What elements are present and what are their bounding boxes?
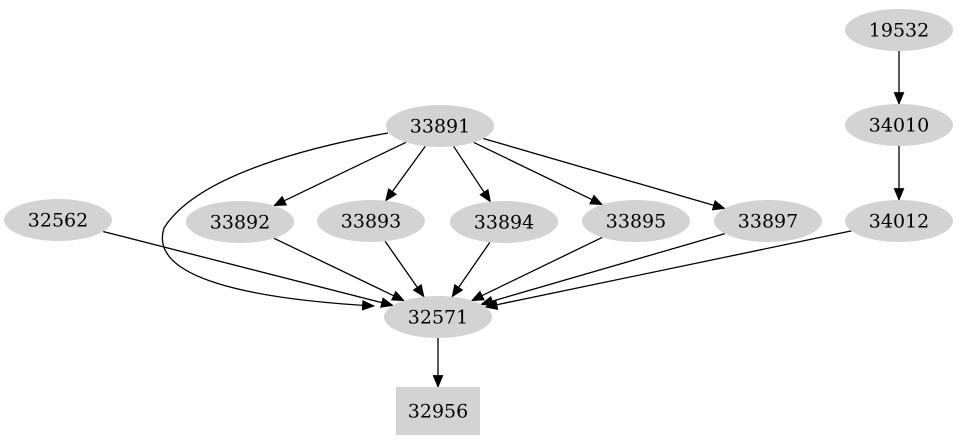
edge-33891-33893 — [385, 145, 426, 202]
node-ellipse-shape — [714, 200, 822, 242]
edges-layer — [102, 51, 905, 389]
edge-33897-32571 — [480, 232, 725, 307]
node-ellipse-shape — [386, 105, 494, 147]
node-ellipse-shape — [845, 104, 953, 146]
node-33897: 33897 — [714, 200, 822, 242]
node-label: 33892 — [210, 212, 270, 234]
node-33894: 33894 — [450, 201, 558, 243]
node-label: 32571 — [408, 307, 468, 329]
node-ellipse-shape — [845, 200, 953, 242]
node-label: 34010 — [869, 115, 929, 137]
edge-33893-32571 — [384, 240, 425, 298]
node-label: 33895 — [606, 211, 666, 233]
node-ellipse-shape — [582, 200, 690, 242]
node-label: 33894 — [474, 212, 534, 234]
node-box-shape — [396, 387, 480, 435]
node-ellipse-shape — [317, 200, 425, 242]
node-ellipse-shape — [845, 9, 953, 51]
edge-33891-33892 — [273, 141, 407, 207]
node-label: 32562 — [28, 210, 88, 232]
node-label: 33891 — [410, 116, 470, 138]
node-label: 19532 — [869, 20, 929, 42]
node-ellipse-shape — [4, 199, 112, 241]
node-34010: 34010 — [845, 104, 953, 146]
node-label: 33897 — [738, 211, 798, 233]
node-33891: 33891 — [386, 105, 494, 147]
node-ellipse-shape — [450, 201, 558, 243]
edge-33891-33894 — [453, 145, 491, 203]
edge-32562-32571 — [102, 230, 394, 308]
node-label: 33893 — [341, 211, 401, 233]
edge-34012-32571 — [484, 230, 852, 310]
node-32571: 32571 — [384, 296, 492, 338]
node-34012: 34012 — [845, 200, 953, 242]
nodes-layer: 19532 34010 34012 33891 32562 33892 33893 33894… — [4, 9, 953, 435]
node-label: 34012 — [869, 211, 929, 233]
node-32562: 32562 — [4, 199, 112, 241]
edge-33891-32571 — [161, 132, 389, 311]
node-33892: 33892 — [186, 201, 294, 243]
edge-33892-32571 — [273, 237, 405, 302]
node-33893: 33893 — [317, 200, 425, 242]
edge-33891-33897 — [483, 137, 726, 211]
edge-33894-32571 — [451, 241, 491, 298]
node-32956: 32956 — [396, 387, 480, 435]
node-label: 32956 — [408, 401, 468, 423]
edge-33891-33895 — [473, 141, 604, 206]
node-ellipse-shape — [384, 296, 492, 338]
node-19532: 19532 — [845, 9, 953, 51]
node-ellipse-shape — [186, 201, 294, 243]
edge-33895-32571 — [470, 236, 603, 302]
node-33895: 33895 — [582, 200, 690, 242]
